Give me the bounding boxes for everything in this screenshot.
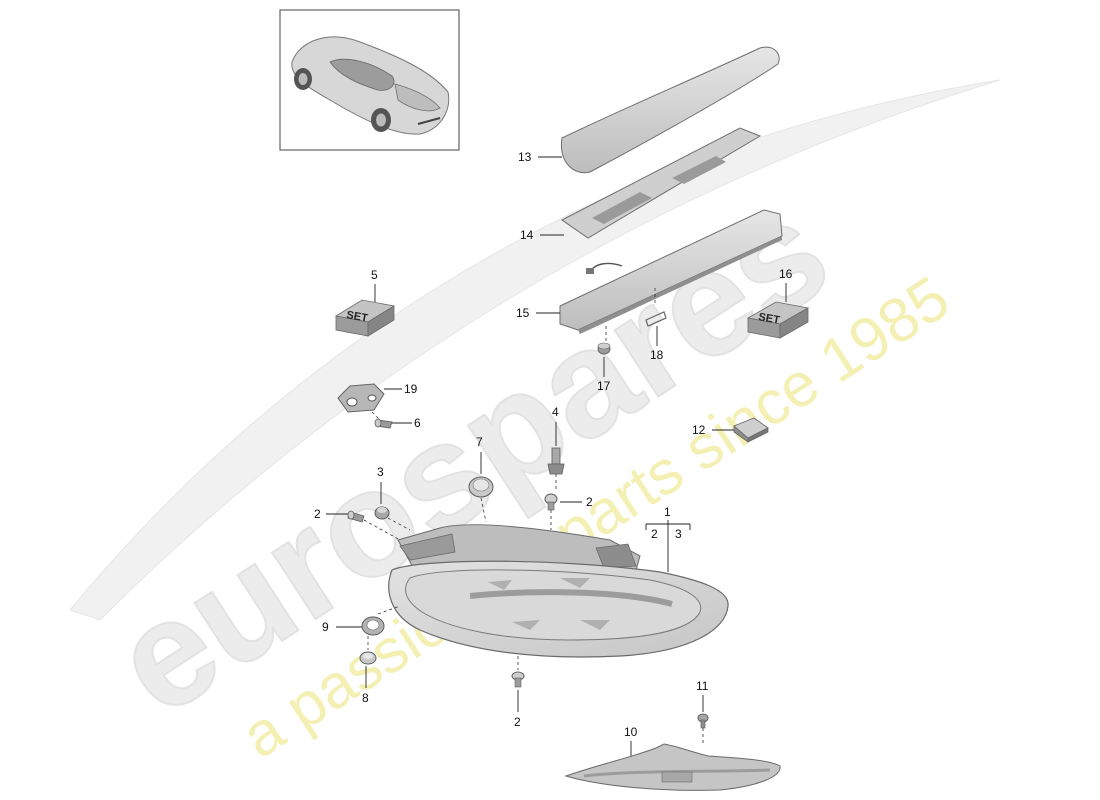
part-8-nut <box>359 651 377 665</box>
callout-8: 8 <box>362 691 369 705</box>
callout-3b: 3 <box>675 527 682 541</box>
part-19-bracket <box>337 383 385 413</box>
callout-17: 17 <box>597 379 611 393</box>
callout-14: 14 <box>520 228 534 242</box>
kit-label-16: SET <box>757 311 780 327</box>
part-2-screw-bottom <box>511 671 525 688</box>
part-15-third-brake-light <box>559 209 783 334</box>
callout-13: 13 <box>518 150 532 164</box>
callout-2d: 2 <box>514 715 521 729</box>
part-12-licence-light <box>733 417 769 443</box>
part-18-gasket <box>645 311 667 327</box>
callout-4: 4 <box>552 405 559 419</box>
callout-3: 3 <box>377 465 384 479</box>
part-6-screw <box>374 418 393 429</box>
watermark: eurospares a passion for parts since 198… <box>69 79 1001 772</box>
part-11-screw <box>697 713 709 729</box>
callout-2c: 2 <box>651 527 658 541</box>
callout-11: 11 <box>696 679 709 693</box>
watermark-swoosh <box>69 79 1001 621</box>
callout-6: 6 <box>414 416 421 430</box>
part-9-seal-ring <box>361 616 385 636</box>
callout-2b: 2 <box>314 507 321 521</box>
part-5-kit-box: SET <box>334 299 396 337</box>
part-2-screw-left <box>347 510 365 523</box>
callout-2a: 2 <box>586 495 593 509</box>
callout-16: 16 <box>779 267 793 281</box>
kit-label-5: SET <box>345 309 368 325</box>
part-4-bulb-holder <box>547 447 565 475</box>
vehicle-thumbnail <box>279 9 460 151</box>
callout-19: 19 <box>404 382 418 396</box>
part-13-trim-cover <box>560 46 780 174</box>
part-10-reflector <box>564 743 781 791</box>
callout-5: 5 <box>371 268 378 282</box>
part-16-kit-box: SET <box>746 301 810 339</box>
callout-9: 9 <box>322 620 329 634</box>
callout-7: 7 <box>476 435 483 449</box>
callout-1: 1 <box>664 505 671 519</box>
part-17-nut <box>597 342 611 355</box>
callout-10: 10 <box>624 725 638 739</box>
part-7-grommet <box>468 476 494 498</box>
callout-18: 18 <box>650 348 664 362</box>
part-1-tail-light-assembly <box>388 524 729 658</box>
callout-15: 15 <box>516 306 530 320</box>
car-icon <box>291 36 450 135</box>
callout-12: 12 <box>692 423 706 437</box>
part-3-nut <box>374 506 390 520</box>
part-14-seal-plate <box>561 127 762 239</box>
